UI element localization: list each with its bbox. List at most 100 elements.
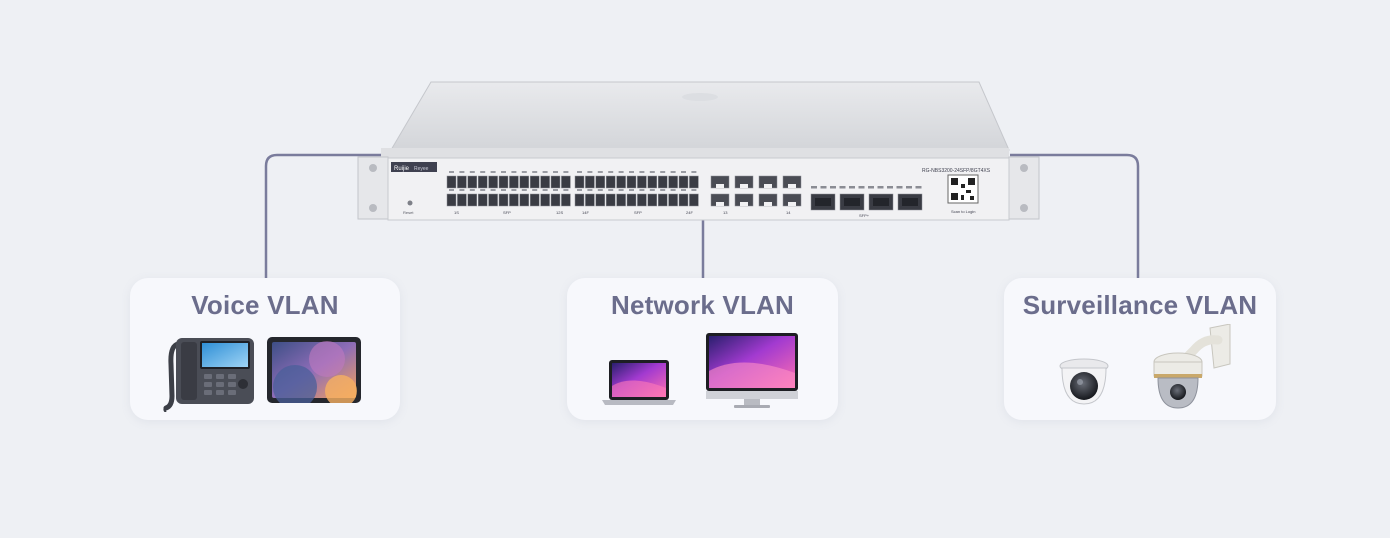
- sfp-port: [605, 175, 616, 189]
- sfp-port: [616, 193, 626, 207]
- port-label: 14: [786, 210, 791, 215]
- sfp-port: [678, 193, 689, 207]
- port-label: 13: [723, 210, 728, 215]
- surveillance-vlan-card: Surveillance VLAN: [1004, 278, 1276, 420]
- rj45-notch: [716, 202, 724, 206]
- sfp-port: [626, 175, 637, 189]
- sfp-plus-cage: [815, 198, 831, 206]
- sfp-led: [459, 171, 465, 173]
- status-led: [887, 186, 893, 189]
- sfp-port: [540, 175, 550, 189]
- connector-voice: [264, 153, 390, 278]
- sfp-port: [488, 193, 498, 207]
- sfp-led: [597, 189, 603, 191]
- sfp-led: [532, 189, 538, 191]
- status-led: [839, 186, 846, 189]
- tablet-icon: [267, 337, 361, 403]
- sfp-port: [519, 175, 530, 189]
- sfp-port: [550, 193, 561, 207]
- sfp-port: [446, 193, 457, 207]
- sub-brand-label: Reyee: [414, 166, 429, 172]
- sfp-port: [540, 193, 550, 207]
- reset-label: Reset: [403, 210, 414, 215]
- sfp-led: [521, 171, 527, 173]
- sfp-port: [574, 193, 585, 207]
- sfp-port-group: [446, 171, 699, 207]
- sfp-port: [498, 193, 509, 207]
- network-vlan-title: Network VLAN: [611, 290, 794, 320]
- status-led: [868, 186, 874, 189]
- sfp-port: [647, 193, 658, 207]
- sfp-port: [488, 175, 498, 189]
- sfp-led: [670, 189, 676, 191]
- sfp-port: [467, 193, 478, 207]
- rj45-notch: [764, 184, 772, 188]
- sfp-led: [449, 171, 454, 173]
- sfp-port: [689, 193, 699, 207]
- sfp-port: [477, 193, 488, 207]
- sfp-led: [660, 189, 666, 191]
- rj45-notch: [740, 202, 748, 206]
- voice-vlan-title: Voice VLAN: [191, 290, 339, 320]
- sfp-led: [660, 171, 666, 173]
- sfp-led: [639, 171, 645, 173]
- sfp-port: [668, 175, 678, 189]
- sfp-port: [446, 175, 457, 189]
- sfp-port: [637, 193, 647, 207]
- port-label: 1S: [454, 210, 459, 215]
- rj45-notch: [788, 202, 796, 206]
- sfp-led: [449, 189, 454, 191]
- sfp-led: [639, 189, 645, 191]
- sfp-led: [587, 171, 593, 173]
- sfp-led: [563, 189, 569, 191]
- sfp-plus-label: SFP+: [859, 213, 870, 218]
- sfp-led: [511, 171, 517, 173]
- status-led: [858, 186, 865, 189]
- sfp-led: [691, 171, 697, 173]
- sfp-led: [459, 189, 465, 191]
- sfp-port: [616, 175, 626, 189]
- status-led: [849, 186, 855, 189]
- sfp-led: [629, 189, 634, 191]
- sfp-port: [595, 193, 606, 207]
- sfp-led: [542, 189, 548, 191]
- sfp-port: [561, 193, 571, 207]
- status-led: [820, 186, 827, 189]
- sfp-port: [457, 193, 467, 207]
- sfp-led: [618, 189, 624, 191]
- sfp-led: [629, 171, 634, 173]
- sfp-port: [647, 175, 658, 189]
- network-switch: Ruijie Reyee Reset RG-NBS3200-24SFP/8GT4…: [357, 81, 1040, 221]
- voice-vlan-card: Voice VLAN: [130, 278, 400, 420]
- dome-camera-icon: [1059, 358, 1109, 405]
- rj45-notch: [740, 184, 748, 188]
- status-led: [915, 186, 922, 189]
- sfp-led: [649, 189, 655, 191]
- sfp-port: [605, 193, 616, 207]
- sfp-led: [511, 189, 517, 191]
- status-led: [906, 186, 912, 189]
- sfp-led: [681, 189, 686, 191]
- sfp-port: [657, 175, 668, 189]
- sfp-led: [469, 171, 475, 173]
- sfp-port: [585, 193, 595, 207]
- sfp-plus-cage: [902, 198, 918, 206]
- status-led: [877, 186, 884, 189]
- sfp-port: [626, 193, 637, 207]
- sfp-led: [597, 171, 603, 173]
- sfp-led: [577, 189, 582, 191]
- sfp-port: [574, 175, 585, 189]
- sfp-port: [457, 175, 467, 189]
- sfp-port: [509, 175, 519, 189]
- reset-button: [407, 200, 413, 206]
- sfp-led: [480, 189, 486, 191]
- sfp-port: [467, 175, 478, 189]
- sfp-led: [681, 171, 686, 173]
- sfp-led: [649, 171, 655, 173]
- rj45-notch: [716, 184, 724, 188]
- sfp-port: [637, 175, 647, 189]
- qr-pattern: [951, 178, 975, 200]
- laptop-icon: [602, 360, 676, 405]
